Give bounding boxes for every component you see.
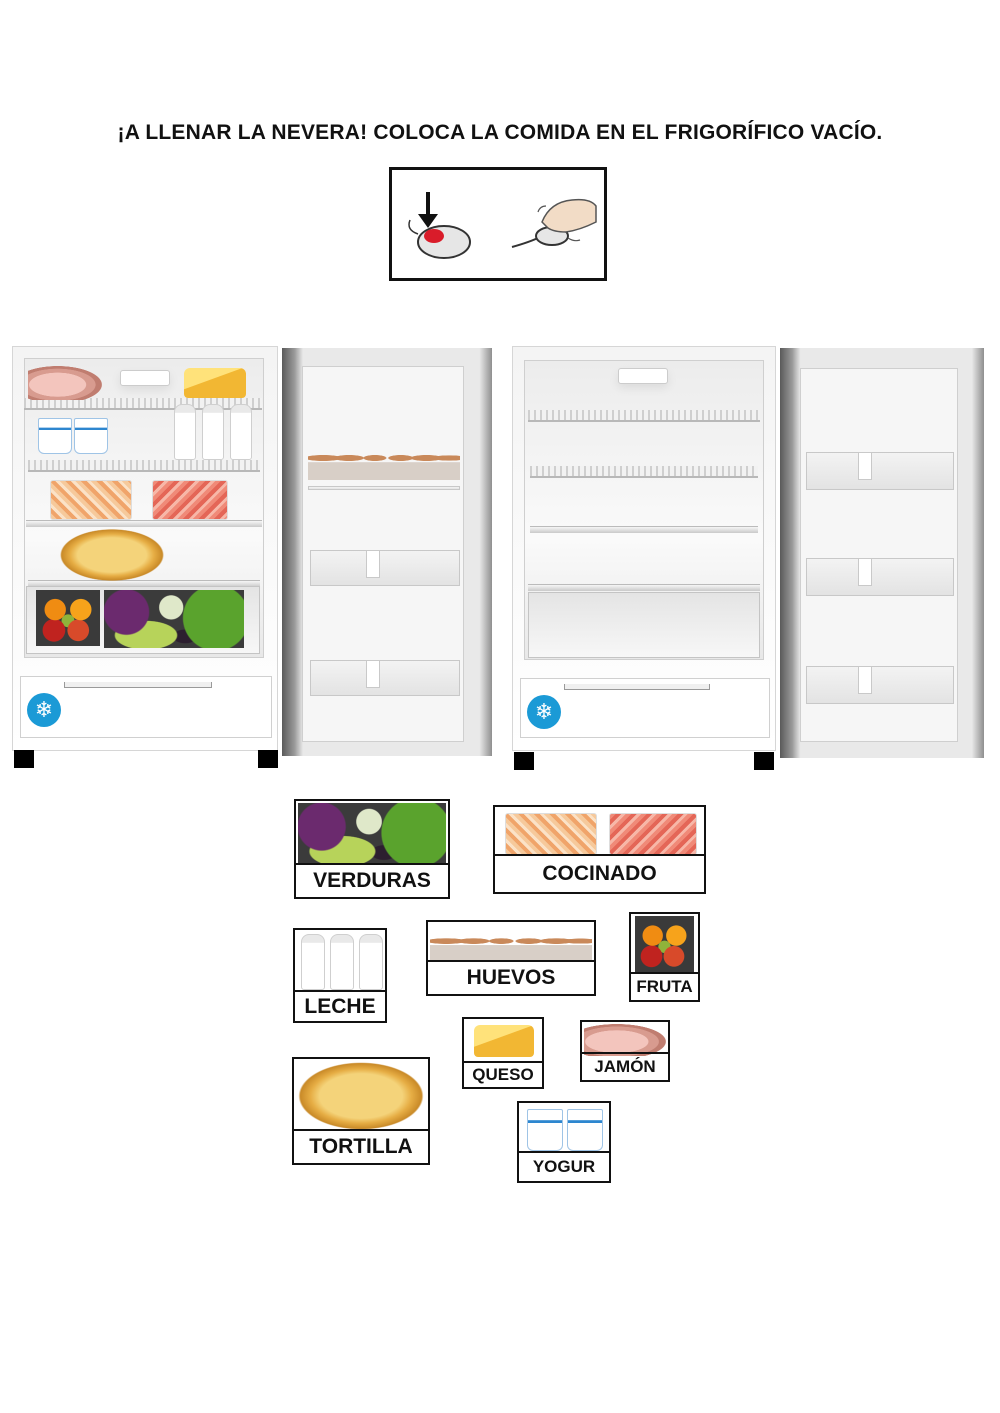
freezer-handle xyxy=(564,684,710,690)
card-jamon[interactable]: JAMÓN xyxy=(580,1020,670,1082)
card-label: LECHE xyxy=(295,990,385,1021)
card-huevos[interactable]: HUEVOS xyxy=(426,920,596,996)
cheese-image xyxy=(466,1021,540,1061)
empty-fridge[interactable]: ❄ xyxy=(500,340,1000,780)
snowflake-icon: ❄ xyxy=(27,693,61,727)
vegetables-item xyxy=(104,590,244,648)
door-shelf xyxy=(310,660,460,696)
card-label: FRUTA xyxy=(631,972,698,1000)
card-label: QUESO xyxy=(464,1061,542,1087)
door-shelf xyxy=(310,550,460,586)
door-shelf[interactable] xyxy=(806,452,954,490)
mouse-click-icon xyxy=(408,192,471,259)
instruction-box xyxy=(389,167,607,281)
card-cocinado[interactable]: COCINADO xyxy=(493,805,706,894)
fridge-shelf xyxy=(26,520,262,527)
card-label: TORTILLA xyxy=(294,1129,428,1163)
eggs-item xyxy=(308,440,460,480)
card-label: VERDURAS xyxy=(296,863,448,897)
yogurt-image xyxy=(521,1105,607,1153)
door-shelf[interactable] xyxy=(806,666,954,704)
fridge-foot xyxy=(514,752,534,770)
door-clip xyxy=(366,660,380,688)
fridge-foot xyxy=(754,752,774,770)
card-fruta[interactable]: FRUTA xyxy=(629,912,700,1002)
cooked-food-image xyxy=(497,809,702,857)
door-clip xyxy=(366,550,380,578)
cooked-food-item xyxy=(152,480,228,520)
ham-item xyxy=(28,366,102,400)
fridge-shelf[interactable] xyxy=(530,466,758,478)
crisper-drawer[interactable] xyxy=(528,592,760,658)
milk-item xyxy=(202,404,224,460)
milk-image xyxy=(297,932,383,990)
cooked-food-item xyxy=(50,480,132,520)
fridge-shelf[interactable] xyxy=(530,526,758,533)
fridge-foot xyxy=(258,750,278,768)
yogurt-item xyxy=(38,418,72,454)
fruit-image xyxy=(635,916,694,972)
door-clip xyxy=(858,558,872,586)
card-label: JAMÓN xyxy=(582,1052,668,1080)
hand-drag-icon xyxy=(511,198,597,248)
fruit-item xyxy=(36,590,100,646)
eggs-image xyxy=(430,924,592,962)
card-label: COCINADO xyxy=(495,854,704,892)
milk-item xyxy=(230,404,252,460)
fridge-shelf[interactable] xyxy=(528,584,760,591)
page-title: ¡A LLENAR LA NEVERA! COLOCA LA COMIDA EN… xyxy=(117,121,883,144)
tortilla-image xyxy=(296,1061,426,1131)
door-clip xyxy=(858,452,872,480)
fridge-foot xyxy=(14,750,34,768)
card-verduras[interactable]: VERDURAS xyxy=(294,799,450,899)
door-shelf[interactable] xyxy=(806,558,954,596)
tortilla-item xyxy=(58,528,166,582)
card-tortilla[interactable]: TORTILLA xyxy=(292,1057,430,1165)
fridge-shelf xyxy=(28,460,260,472)
snowflake-icon: ❄ xyxy=(527,695,561,729)
card-leche[interactable]: LECHE xyxy=(293,928,387,1023)
door-shelf xyxy=(308,486,460,490)
card-label: HUEVOS xyxy=(428,960,594,994)
filled-fridge: ❄ xyxy=(0,340,500,780)
milk-item xyxy=(174,404,196,460)
ham-image xyxy=(584,1024,666,1056)
fridge-light xyxy=(120,370,170,386)
fridge-shelf[interactable] xyxy=(528,410,760,422)
vegetables-image xyxy=(298,803,446,865)
cheese-item xyxy=(184,368,246,398)
freezer-handle xyxy=(64,682,212,688)
card-label: YOGUR xyxy=(519,1151,609,1181)
card-queso[interactable]: QUESO xyxy=(462,1017,544,1089)
yogurt-item xyxy=(74,418,108,454)
card-yogur[interactable]: YOGUR xyxy=(517,1101,611,1183)
door-clip xyxy=(858,666,872,694)
fridge-light xyxy=(618,368,668,384)
